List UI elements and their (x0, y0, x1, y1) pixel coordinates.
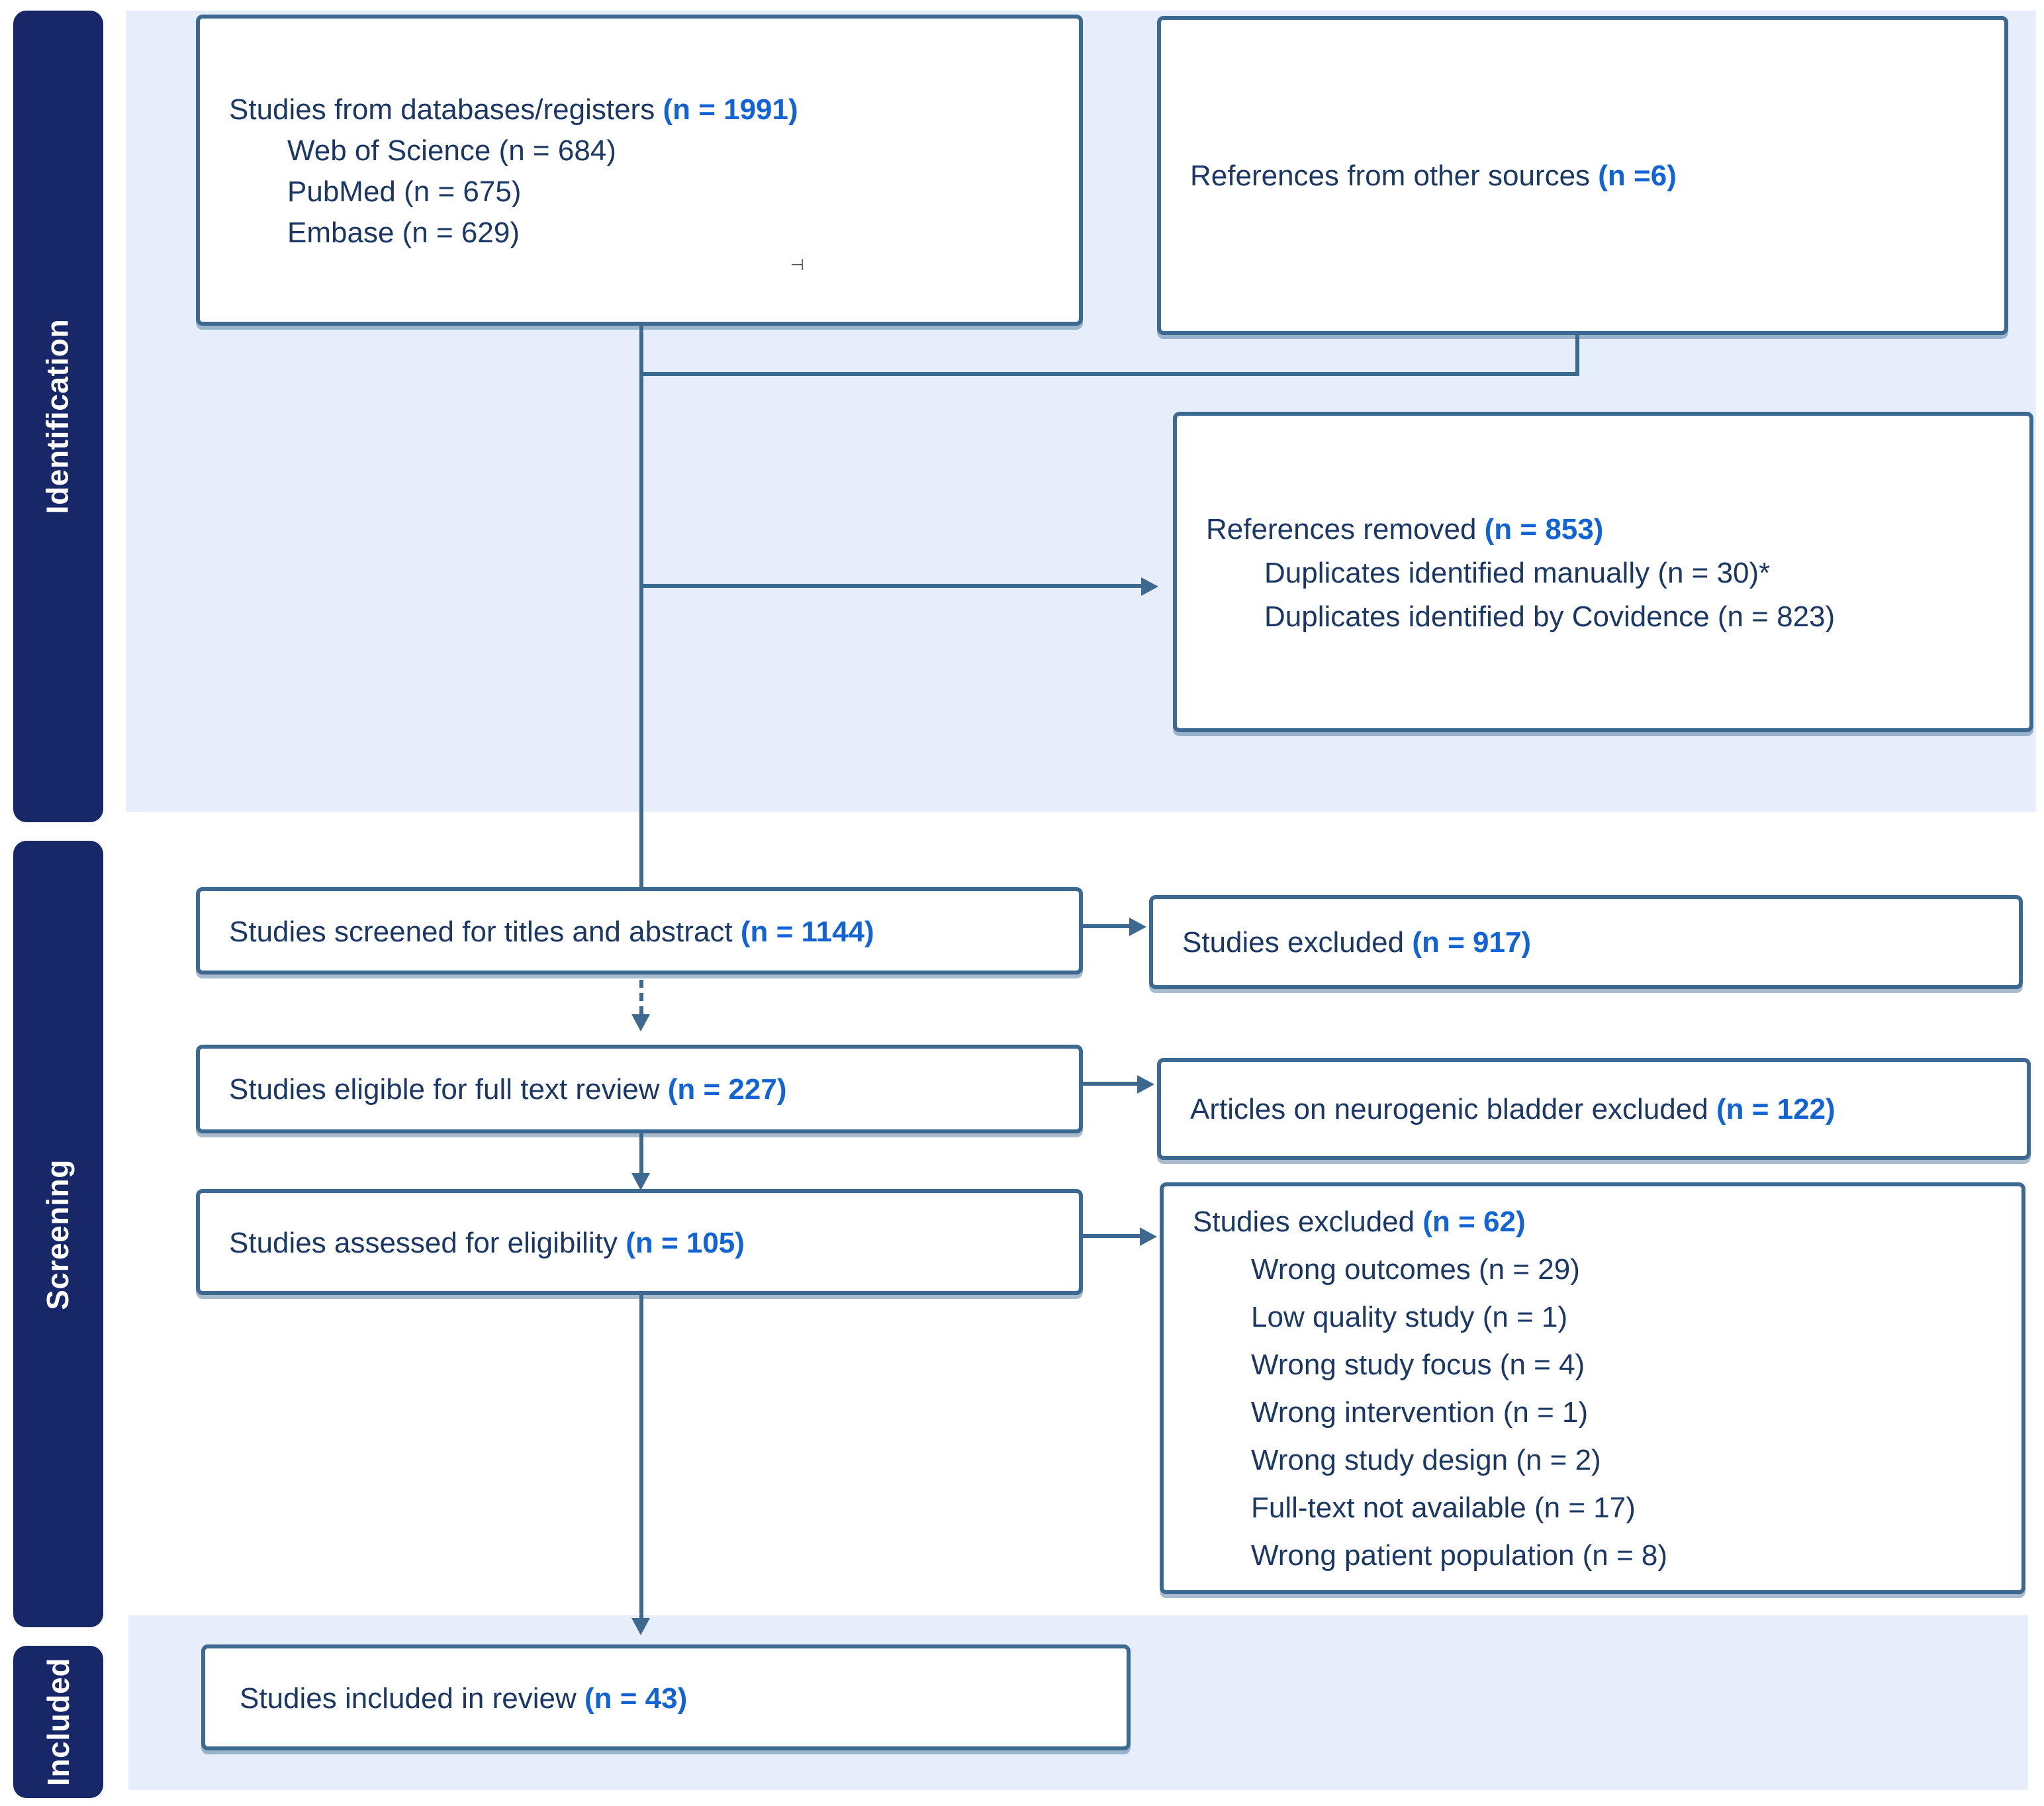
box-title-count: (n = 105) (626, 1225, 745, 1259)
box-title: Studies screened for titles and abstract… (200, 910, 1079, 951)
box-title-text: Studies from databases/registers (229, 92, 663, 125)
stage-bar-identification: Identification (13, 11, 103, 822)
removed-item: Duplicates identified by Covidence (n = … (1264, 599, 1835, 632)
exclusion-reason: Wrong study focus (n = 4) (1251, 1347, 1585, 1380)
database-item: PubMed (n = 675) (287, 174, 522, 207)
stage-label-identification: Identification (40, 318, 75, 514)
box-title-count: (n = 227) (667, 1072, 787, 1106)
arrowhead-excluded-screening (1129, 918, 1146, 936)
box-studies-excluded-917: Studies excluded (n = 917) (1149, 895, 2023, 989)
arrowhead-excluded62 (1140, 1227, 1157, 1246)
database-item: Web of Science (n = 684) (287, 133, 616, 166)
box-title-text: References removed (1206, 512, 1485, 545)
connector-assessed-to-included (639, 1287, 643, 1618)
connector-screened-to-excluded (1075, 924, 1131, 928)
box-title-count: (n = 43) (584, 1681, 688, 1714)
box-title: Studies excluded (n = 917) (1153, 922, 2019, 963)
arrowhead-assessed (631, 1173, 650, 1190)
box-title-text: Studies included in review (240, 1681, 584, 1714)
connector-assessed-to-excluded62 (1075, 1234, 1141, 1238)
box-title: References removed (n = 853) (1177, 506, 2029, 550)
exclusion-reason: Full-text not available (n = 17) (1251, 1490, 1636, 1523)
box-studies-from-databases: Studies from databases/registers (n = 19… (196, 15, 1083, 326)
box-title-text: Studies excluded (1193, 1204, 1423, 1237)
exclusion-reason: Wrong intervention (n = 1) (1251, 1395, 1589, 1428)
box-title-text: Articles on neurogenic bladder excluded (1190, 1092, 1716, 1125)
box-title-count: (n =6) (1598, 159, 1677, 192)
database-item: Embase (n = 629) (287, 215, 520, 248)
box-title-count: (n = 62) (1422, 1204, 1526, 1237)
box-title-text: Studies excluded (1182, 926, 1413, 959)
box-title-count: (n = 122) (1716, 1092, 1835, 1125)
box-title: Articles on neurogenic bladder excluded … (1161, 1088, 2027, 1129)
connector-fulltext-to-assessed (639, 1125, 643, 1174)
box-title-count: (n = 1144) (740, 914, 874, 947)
stage-bar-screening: Screening (13, 841, 103, 1627)
exclusion-reason: Low quality study (n = 1) (1251, 1300, 1568, 1333)
box-studies-screened: Studies screened for titles and abstract… (196, 887, 1083, 974)
box-title-count: (n = 853) (1484, 512, 1604, 545)
box-title: Studies eligible for full text review (n… (200, 1069, 1079, 1110)
arrowhead-references-removed (1141, 577, 1158, 596)
box-title-text: Studies eligible for full text review (229, 1072, 668, 1106)
stray-cursor-artifact: ⊣ (790, 256, 804, 274)
exclusion-reason: Wrong outcomes (n = 29) (1251, 1252, 1580, 1285)
connector-other-sources-merge (641, 372, 1579, 376)
box-title: Studies included in review (n = 43) (205, 1677, 1127, 1718)
arrowhead-neurogenic (1137, 1075, 1154, 1094)
box-title-text: Studies assessed for eligibility (229, 1225, 626, 1259)
box-references-other-sources: References from other sources (n =6) (1157, 16, 2008, 335)
box-studies-assessed: Studies assessed for eligibility (n = 10… (196, 1189, 1083, 1295)
connector-to-references-removed (642, 584, 1142, 588)
arrowhead-included (631, 1618, 650, 1635)
box-title-count: (n = 917) (1412, 926, 1532, 959)
box-studies-excluded-62: Studies excluded (n = 62) Wrong outcomes… (1160, 1182, 2025, 1594)
box-title: Studies from databases/registers (n = 19… (200, 88, 1079, 129)
box-title-text: Studies screened for titles and abstract (229, 914, 741, 947)
exclusion-reason: Wrong study design (n = 2) (1251, 1443, 1601, 1476)
exclusion-reason: Wrong patient population (n = 8) (1251, 1538, 1668, 1571)
box-title-text: References from other sources (1190, 159, 1599, 192)
stage-label-included: Included (40, 1658, 75, 1786)
connector-databases-to-screened (639, 318, 643, 887)
stage-bar-included: Included (13, 1646, 103, 1798)
box-title: References from other sources (n =6) (1161, 155, 2004, 196)
box-neurogenic-bladder-excluded: Articles on neurogenic bladder excluded … (1157, 1058, 2031, 1160)
removed-item: Duplicates identified manually (n = 30)* (1264, 555, 1771, 589)
connector-screened-to-fulltext-dashed (639, 967, 643, 1014)
box-studies-included: Studies included in review (n = 43) (201, 1644, 1131, 1750)
box-title: Studies assessed for eligibility (n = 10… (200, 1221, 1079, 1262)
box-title: Studies excluded (n = 62) (1164, 1198, 2021, 1245)
connector-other-sources-drop (1575, 327, 1579, 375)
box-references-removed: References removed (n = 853) Duplicates … (1173, 412, 2033, 732)
connector-fulltext-to-neurogenic (1075, 1082, 1138, 1086)
box-studies-eligible-fulltext: Studies eligible for full text review (n… (196, 1045, 1083, 1133)
stage-label-screening: Screening (40, 1159, 75, 1309)
arrowhead-fulltext (631, 1014, 650, 1031)
box-title-count: (n = 1991) (663, 92, 798, 125)
